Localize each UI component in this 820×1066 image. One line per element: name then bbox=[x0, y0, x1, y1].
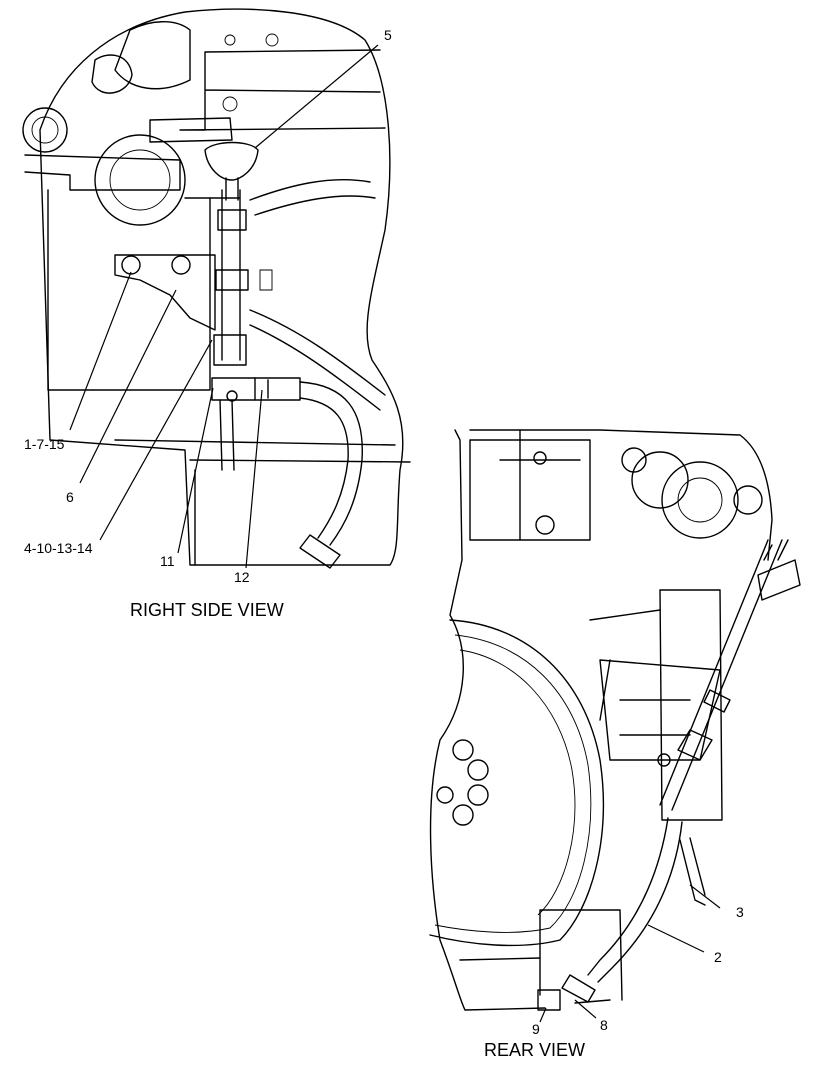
flywheel bbox=[429, 619, 605, 947]
right-side-view bbox=[22, 8, 411, 569]
drain-hose-right bbox=[299, 381, 363, 546]
callout-2: 2 bbox=[714, 949, 722, 965]
dipstick-tube-rear bbox=[659, 539, 783, 811]
right-view-outline bbox=[39, 8, 404, 566]
callout-9: 9 bbox=[532, 1021, 540, 1037]
callout-5: 5 bbox=[384, 27, 392, 43]
dipstick-bracket bbox=[114, 254, 216, 331]
callout-11: 11 bbox=[160, 553, 175, 569]
callout-3: 3 bbox=[736, 904, 744, 920]
rear-callout-leaders bbox=[539, 884, 721, 1023]
callout-4-10-13-14: 4-10-13-14 bbox=[24, 540, 93, 556]
drain-hose-rear bbox=[587, 817, 669, 976]
callout-6: 6 bbox=[66, 489, 74, 505]
rear-view bbox=[429, 429, 801, 1011]
callout-8: 8 bbox=[600, 1017, 608, 1033]
right-callout-leaders bbox=[69, 44, 379, 569]
right-side-view-caption: RIGHT SIDE VIEW bbox=[130, 600, 284, 620]
callout-12: 12 bbox=[234, 569, 250, 585]
rear-view-caption: REAR VIEW bbox=[484, 1040, 585, 1060]
dipstick-handle bbox=[204, 141, 259, 181]
callout-1-7-15: 1-7-15 bbox=[24, 436, 65, 452]
